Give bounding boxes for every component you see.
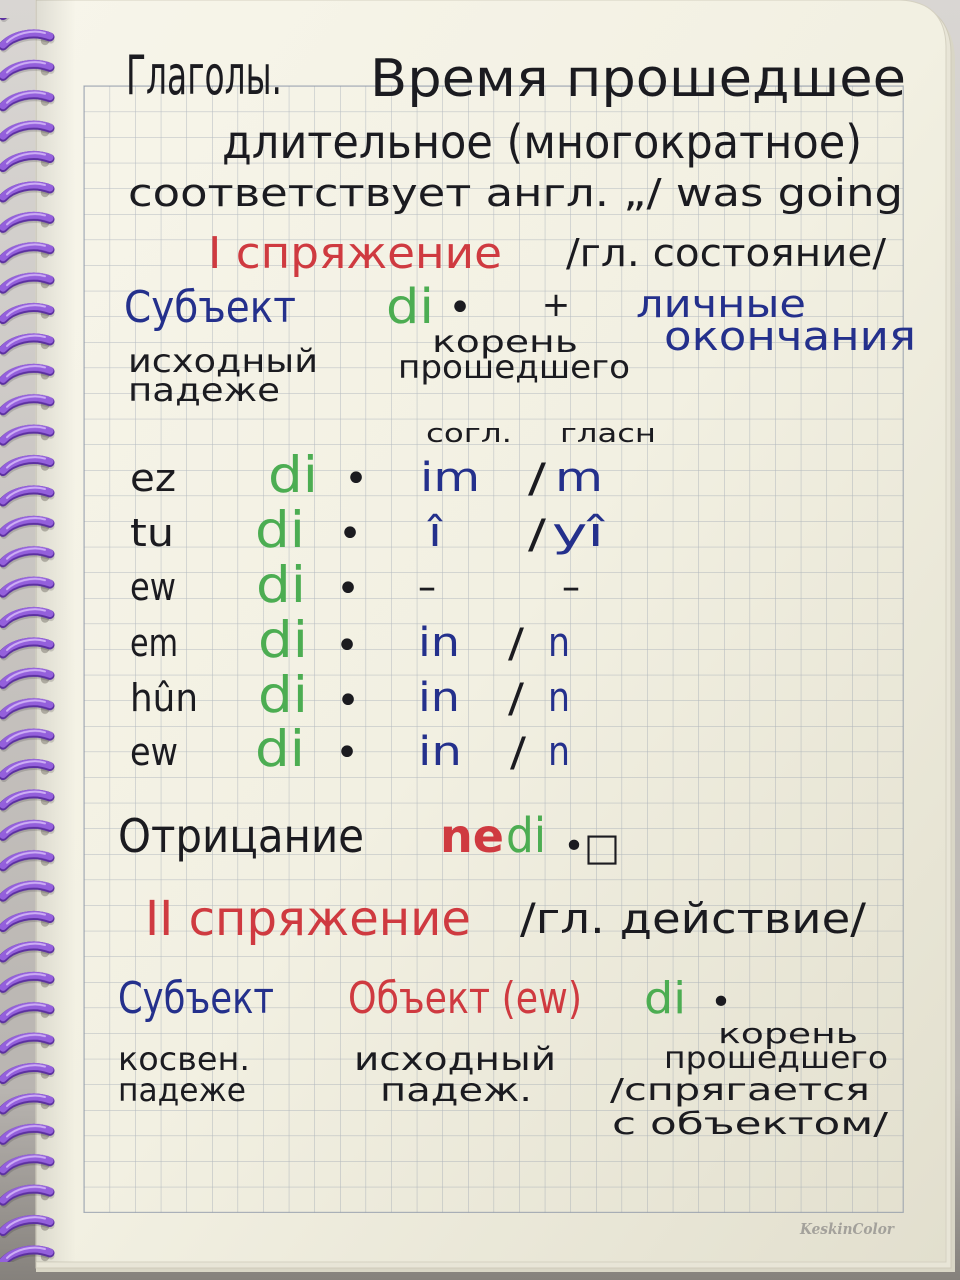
formula-subject-caption: исходный [128, 342, 318, 380]
conjugation-2-subject: Субъект [118, 973, 274, 1024]
row-stem: di [255, 720, 305, 778]
row-ending-consonant: in [418, 675, 460, 721]
title-block: Глаголы. Время прошедшее длительное (мно… [126, 44, 906, 215]
row-ending-vowel: – [562, 564, 580, 610]
formula-subject: Субъект [124, 282, 296, 333]
negation-stem: di [506, 808, 546, 864]
conjugation-2-heading: II спряжение [145, 891, 471, 947]
negation-slot-box: □ [584, 825, 620, 869]
row-pronoun: em [130, 621, 178, 665]
formula-stem-caption: прошедшего [398, 348, 630, 386]
column-header-consonant: согл. [426, 419, 512, 449]
conjugation-2-object-caption: исходный [354, 1040, 556, 1078]
row-ending-vowel: m [555, 455, 603, 501]
conjugation-2-stem: di [644, 973, 686, 1024]
formula-subject-caption: падеже [128, 371, 280, 409]
conjugation-2-stem-caption: /спрягается [610, 1073, 870, 1108]
title-tense: Время прошедшее [370, 49, 906, 109]
row-marker-dot: • [338, 511, 362, 557]
negation-section: Отрицание ne di • □ [118, 808, 620, 869]
column-header-vowel: гласн [560, 419, 656, 449]
title-verbs: Глаголы. [126, 44, 282, 107]
handwritten-notes: Глаголы. Время прошедшее длительное (мно… [118, 44, 916, 1142]
row-pronoun: hûn [130, 676, 198, 720]
row-stem: di [258, 611, 308, 669]
table-row: hûn di • in / n [130, 666, 570, 724]
row-slash: / [528, 456, 547, 502]
conjugation-2-marker-dot: • [710, 982, 731, 1023]
row-ending-consonant: – [418, 564, 436, 610]
conjugation-1-section: I спряжение /гл. состояние/ Субъект di •… [124, 228, 916, 778]
conjugation-2-note: /гл. действие/ [520, 894, 867, 943]
row-pronoun: tu [130, 511, 174, 555]
brand-logo: KeskinColor [799, 1220, 895, 1238]
row-slash: / [528, 512, 547, 558]
negation-label: Отрицание [118, 809, 364, 863]
conjugation-2-stem-caption: с объектом/ [612, 1107, 889, 1142]
conjugation-2-stem-caption: корень [718, 1017, 858, 1050]
table-row: tu di • î / yî [130, 501, 605, 559]
row-stem: di [256, 556, 306, 614]
formula-marker-dot: • [448, 285, 472, 331]
row-marker-dot: • [335, 730, 359, 776]
row-ending-vowel: n [548, 729, 570, 775]
row-ending-consonant: in [418, 620, 460, 666]
row-stem: di [258, 666, 308, 724]
conjugation-2-object: Объект (ew) [348, 973, 582, 1024]
row-ending-consonant: in [418, 729, 462, 775]
row-marker-dot: • [336, 566, 360, 612]
row-stem: di [255, 501, 305, 559]
grid [83, 85, 904, 1214]
conjugation-2-stem-caption: прошедшего [664, 1041, 888, 1076]
row-ending-consonant: im [420, 455, 480, 501]
row-ending-vowel: n [548, 675, 570, 721]
formula-plus: + [542, 285, 571, 325]
negation-prefix: ne [440, 809, 504, 863]
conjugation-2-section: II спряжение /гл. действие/ Субъект Объе… [118, 891, 889, 1142]
formula-stem: di [386, 279, 434, 335]
row-stem: di [268, 446, 318, 504]
row-pronoun: ew [130, 730, 178, 774]
table-row: em di • in / n [130, 611, 570, 669]
row-pronoun: ew [130, 565, 176, 609]
table-row: ew di • – – [130, 556, 580, 614]
row-ending-vowel: yî [552, 510, 605, 556]
row-slash: / [510, 730, 527, 776]
row-pronoun: ez [130, 456, 176, 500]
english-equivalent: соответствует англ. „/ was going [128, 171, 903, 215]
formula-endings-label: личные [636, 282, 806, 326]
formula-endings-label: окончания [664, 314, 916, 360]
title-tense-kind: длительное (многократное) [222, 115, 862, 169]
row-marker-dot: • [336, 678, 360, 724]
row-ending-consonant: î [427, 510, 443, 556]
row-ending-vowel: n [548, 620, 570, 666]
formula-stem-caption: корень [432, 325, 578, 360]
row-marker-dot: • [335, 623, 359, 669]
row-slash: / [508, 676, 525, 722]
conjugation-2-subject-caption: косвен. [118, 1040, 250, 1078]
row-marker-dot: • [344, 456, 368, 502]
conjugation-1-note: /гл. состояние/ [566, 231, 886, 275]
table-row: ew di • in / n [130, 720, 570, 778]
table-row: ez di • im / m [130, 446, 603, 504]
conjugation-2-subject-caption: падеже [118, 1071, 246, 1109]
negation-marker-dot: • [563, 826, 584, 867]
conjugation-2-object-caption: падеж. [380, 1071, 532, 1109]
conjugation-1-heading: I спряжение [208, 228, 502, 279]
row-slash: / [508, 621, 525, 667]
spiral-binding [0, 18, 60, 1262]
